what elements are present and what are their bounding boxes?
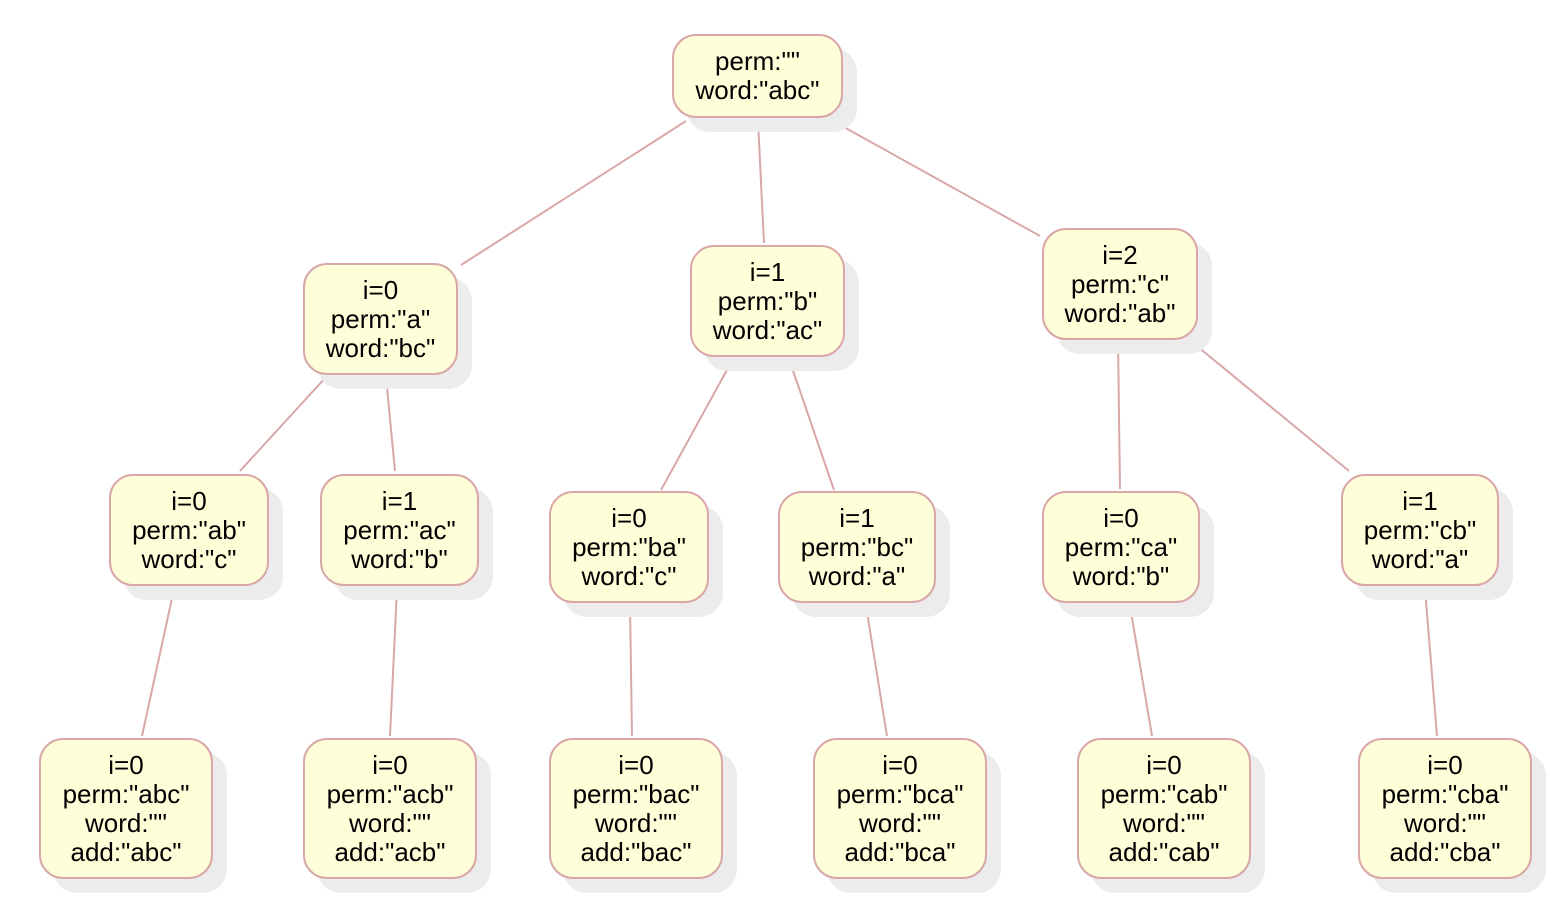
edge-root-c bbox=[832, 120, 1041, 237]
node-line: word:"" bbox=[594, 807, 678, 838]
node-line: i=0 bbox=[882, 749, 918, 780]
node-line: i=2 bbox=[1102, 239, 1138, 270]
node-line: perm:"ca" bbox=[1064, 531, 1178, 562]
node-line: perm:"b" bbox=[717, 285, 818, 316]
node-line: perm:"bc" bbox=[800, 531, 914, 562]
node-line: i=0 bbox=[1103, 502, 1139, 533]
edge-b-bc bbox=[788, 358, 835, 491]
node-line: perm:"c" bbox=[1071, 268, 1169, 299]
node-line: word:"abc" bbox=[695, 75, 820, 105]
edge-ab-abc bbox=[141, 588, 175, 737]
node-line: word:"" bbox=[1122, 807, 1206, 838]
node-line: add:"acb" bbox=[334, 836, 446, 867]
tree-node-root: perm:""word:"abc" bbox=[672, 34, 843, 118]
node-line: i=1 bbox=[381, 485, 418, 516]
node-line: i=0 bbox=[108, 749, 144, 780]
node-line: i=0 bbox=[362, 274, 399, 305]
edge-c-ca bbox=[1117, 341, 1121, 490]
node-line: i=1 bbox=[1402, 485, 1438, 516]
node-line: add:"abc" bbox=[70, 836, 182, 867]
node-line: perm:"acb" bbox=[326, 778, 454, 809]
node-line: i=0 bbox=[171, 485, 207, 516]
node-line: word:"" bbox=[1403, 807, 1487, 838]
node-line: perm:"ba" bbox=[572, 531, 686, 562]
node-line: word:"c" bbox=[141, 543, 237, 574]
node-line: word:"" bbox=[348, 807, 432, 838]
edge-ca-cab bbox=[1129, 605, 1153, 737]
node-line: i=0 bbox=[372, 749, 408, 780]
edge-cb-cba bbox=[1424, 588, 1438, 737]
node-line: perm:"a" bbox=[330, 303, 431, 334]
node-line: add:"bac" bbox=[580, 836, 692, 867]
node-line: word:"b" bbox=[1072, 560, 1170, 591]
node-line: word:"ac" bbox=[712, 314, 823, 345]
node-line: perm:"cab" bbox=[1100, 778, 1228, 809]
node-line: i=1 bbox=[749, 256, 786, 287]
node-line: perm:"cb" bbox=[1363, 514, 1477, 545]
node-line: perm:"ac" bbox=[343, 514, 456, 545]
node-line: word:"a" bbox=[1371, 543, 1469, 574]
node-line: perm:"bca" bbox=[836, 778, 964, 809]
node-line: perm:"abc" bbox=[62, 778, 190, 809]
edge-root-a bbox=[460, 120, 687, 266]
node-line: word:"b" bbox=[351, 543, 448, 574]
node-line: perm:"bac" bbox=[572, 778, 700, 809]
node-line: i=0 bbox=[611, 502, 647, 533]
node-line: add:"cba" bbox=[1389, 836, 1501, 867]
node-line: word:"bc" bbox=[325, 332, 436, 363]
node-line: add:"bca" bbox=[844, 836, 956, 867]
node-line: word:"" bbox=[84, 807, 168, 838]
node-line: perm:"cba" bbox=[1381, 778, 1509, 809]
node-line: word:"a" bbox=[808, 560, 906, 591]
edge-a-ab bbox=[239, 376, 327, 472]
edge-a-ac bbox=[385, 376, 396, 472]
node-line: i=0 bbox=[1146, 749, 1182, 780]
edge-c-cb bbox=[1191, 341, 1350, 472]
node-line: word:"c" bbox=[581, 560, 677, 591]
node-line: word:"ab" bbox=[1064, 297, 1176, 328]
node-line: perm:"" bbox=[715, 46, 800, 76]
edge-b-ba bbox=[660, 358, 734, 491]
node-line: i=0 bbox=[618, 749, 654, 780]
node-line: add:"cab" bbox=[1108, 836, 1220, 867]
edge-ac-acb bbox=[389, 588, 398, 737]
edge-ba-bac bbox=[629, 605, 633, 737]
node-line: word:"" bbox=[858, 807, 942, 838]
edge-root-b bbox=[757, 120, 765, 244]
edge-bc-bca bbox=[865, 605, 888, 737]
node-line: i=0 bbox=[1427, 749, 1463, 780]
node-line: i=1 bbox=[839, 502, 875, 533]
node-line: perm:"ab" bbox=[132, 514, 246, 545]
